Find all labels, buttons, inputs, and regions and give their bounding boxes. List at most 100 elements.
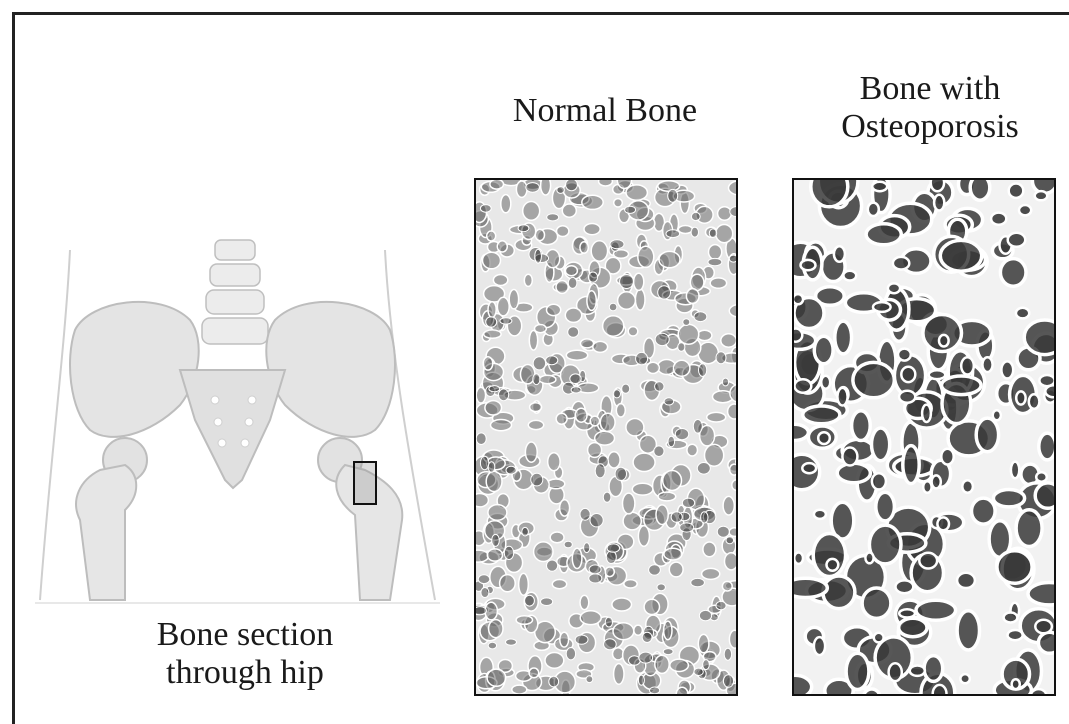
bone-pore (801, 260, 816, 270)
bone-pore (699, 610, 711, 620)
bone-pore (516, 616, 532, 625)
bone-pore (972, 498, 996, 524)
bone-pore (674, 360, 690, 376)
bone-pore (993, 490, 1024, 507)
bone-pore (633, 453, 655, 471)
bone-pore (638, 675, 644, 685)
bone-pore (874, 633, 884, 643)
bone-pore (649, 565, 661, 575)
bone-pore (489, 386, 500, 392)
bone-pore (957, 611, 979, 650)
bone-pore (590, 416, 599, 426)
bone-pore (568, 327, 579, 338)
bone-pore (1038, 632, 1056, 653)
bone-pore (560, 632, 569, 647)
bone-pore (612, 598, 632, 611)
bone-pore (655, 382, 664, 391)
bone-pore (663, 649, 673, 655)
bone-pore (873, 302, 891, 312)
bone-pore (997, 551, 1032, 584)
bone-pore (533, 374, 540, 385)
bone-pore (957, 573, 975, 588)
bone-pore (919, 553, 937, 569)
bone-pore (635, 289, 645, 310)
bone-pore (614, 664, 624, 685)
normal-bone-title: Normal Bone (470, 92, 740, 130)
bone-pore (942, 376, 982, 395)
bone-pore (794, 578, 827, 597)
bone-pore (709, 229, 716, 238)
bone-pore (717, 526, 729, 537)
bone-pore (794, 329, 802, 342)
bone-pore (618, 292, 636, 309)
bone-pore (668, 436, 675, 447)
bone-pore (525, 442, 537, 462)
bone-pore (504, 546, 513, 559)
bone-pore (961, 357, 974, 374)
bone-pore (795, 379, 812, 392)
bone-pore (1016, 308, 1029, 319)
bone-pore (1016, 510, 1042, 547)
bone-pore (506, 639, 517, 645)
bone-pore (584, 224, 600, 235)
bone-pore (1031, 689, 1047, 696)
bone-pore (623, 512, 641, 530)
bone-pore (556, 281, 568, 294)
bone-pore (896, 580, 914, 593)
bone-pore (658, 181, 680, 191)
bone-pore (899, 618, 927, 636)
bone-pore (853, 362, 894, 397)
bone-pore (490, 180, 504, 189)
bone-pore (664, 398, 674, 405)
bone-pore (864, 689, 880, 696)
bone-pore (500, 318, 512, 324)
bone-pore (486, 317, 497, 327)
bone-pore (962, 480, 973, 493)
bone-pore (993, 410, 1001, 420)
bone-pore (506, 466, 516, 474)
bone-pore (701, 512, 708, 523)
bone-pore (487, 549, 502, 561)
bone-pore (485, 401, 502, 415)
bone-pore (678, 343, 685, 352)
bone-pore (1039, 433, 1056, 460)
bone-pore (941, 449, 953, 465)
bone-pore (547, 214, 559, 221)
bone-pore (552, 580, 566, 589)
bone-pore (802, 463, 816, 473)
bone-pore (818, 432, 830, 444)
bone-pore (725, 553, 738, 570)
bone-pore (525, 595, 535, 606)
bone-pore (862, 588, 891, 618)
bone-pore (823, 576, 855, 609)
osteoporosis-bone-micrograph (792, 178, 1056, 696)
bone-pore (794, 424, 808, 440)
bone-pore (588, 272, 597, 282)
bone-pore (584, 543, 590, 553)
section-marker (354, 462, 376, 504)
bone-pore (487, 231, 496, 241)
bone-pore (565, 266, 577, 276)
bone-pore (709, 245, 722, 260)
bone-pore (557, 226, 569, 237)
bone-pore (638, 246, 654, 267)
bone-pore (730, 464, 738, 475)
bone-pore (814, 510, 826, 519)
bone-pore (1035, 483, 1056, 508)
bone-pore (703, 660, 710, 670)
bone-pore (609, 303, 617, 311)
bone-pore (729, 305, 738, 317)
bone-pore (614, 199, 623, 207)
bone-pore (647, 362, 660, 373)
bone-pore (476, 607, 486, 615)
bone-pore (580, 242, 588, 253)
bone-pore (728, 404, 738, 419)
bone-pore (1035, 620, 1052, 634)
bone-pore (580, 339, 593, 348)
bone-pore (903, 446, 919, 484)
bone-pore (548, 453, 560, 471)
bone-pore (590, 514, 603, 527)
bone-pore (686, 289, 699, 304)
bone-pore (716, 225, 733, 243)
